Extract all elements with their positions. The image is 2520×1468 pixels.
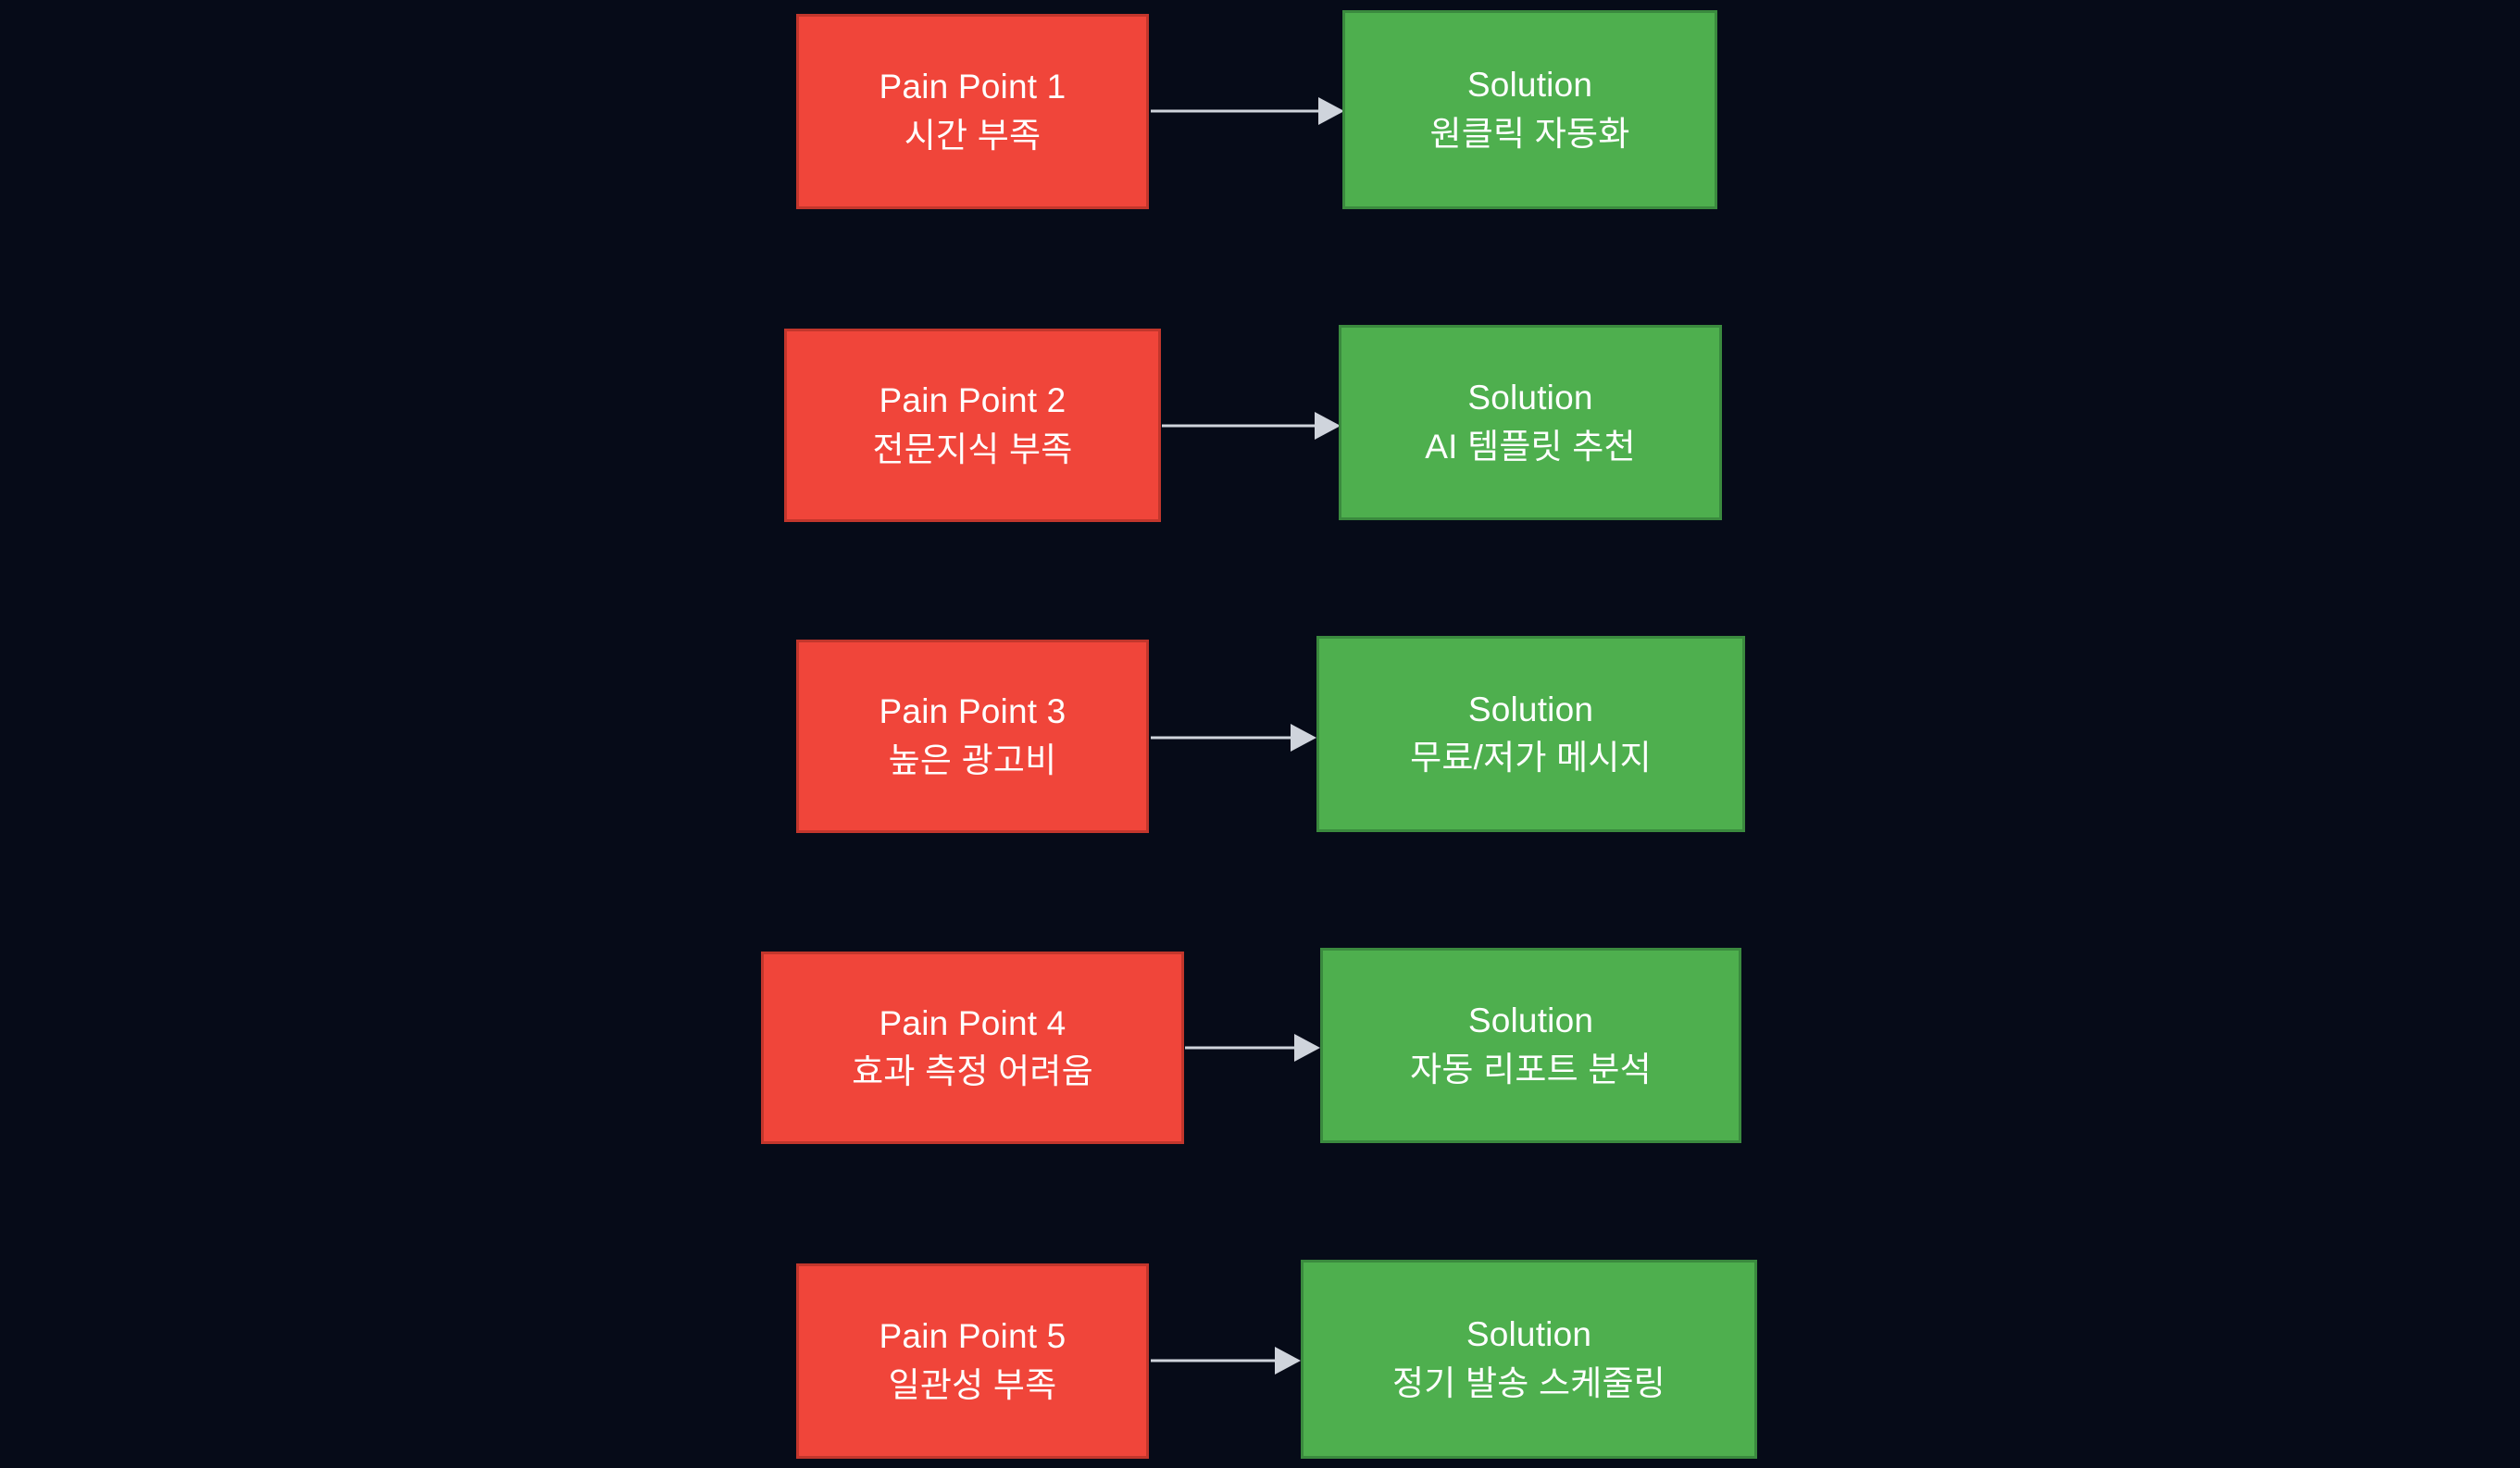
node-solution-3[interactable]: Solution 무료/저가 메시지 <box>1316 636 1745 832</box>
node-pain-point-2-subtitle: 전문지식 부족 <box>872 429 1073 468</box>
node-solution-5-title: Solution <box>1466 1315 1592 1354</box>
edge-pain1-to-solution1 <box>1151 97 1344 125</box>
node-solution-1-title: Solution <box>1466 66 1593 105</box>
node-solution-5[interactable]: Solution 정기 발송 스케줄링 <box>1301 1260 1757 1459</box>
node-solution-1[interactable]: Solution 원클릭 자동화 <box>1342 10 1717 209</box>
node-solution-4[interactable]: Solution 자동 리포트 분석 <box>1320 948 1741 1143</box>
node-pain-point-4[interactable]: Pain Point 4 효과 측정 어려움 <box>761 952 1184 1144</box>
node-solution-3-subtitle: 무료/저가 메시지 <box>1410 739 1652 777</box>
node-solution-4-title: Solution <box>1467 1001 1594 1040</box>
node-pain-point-3-subtitle: 높은 광고비 <box>888 740 1057 779</box>
node-pain-point-5-subtitle: 일관성 부족 <box>888 1365 1057 1404</box>
node-pain-point-1-title: Pain Point 1 <box>879 68 1067 106</box>
node-pain-point-1[interactable]: Pain Point 1 시간 부족 <box>796 14 1149 209</box>
node-solution-1-subtitle: 원클릭 자동화 <box>1429 114 1630 153</box>
node-pain-point-5[interactable]: Pain Point 5 일관성 부족 <box>796 1263 1149 1459</box>
node-pain-point-2[interactable]: Pain Point 2 전문지식 부족 <box>784 329 1161 522</box>
edge-pain4-to-solution4 <box>1185 1034 1320 1062</box>
node-pain-point-2-title: Pain Point 2 <box>879 381 1067 420</box>
node-solution-3-title: Solution <box>1467 690 1594 728</box>
node-solution-4-subtitle: 자동 리포트 분석 <box>1410 1050 1652 1089</box>
node-solution-2-subtitle: AI 템플릿 추천 <box>1425 427 1636 466</box>
edge-pain3-to-solution3 <box>1151 724 1316 752</box>
node-solution-2-title: Solution <box>1467 379 1593 417</box>
node-pain-point-4-title: Pain Point 4 <box>879 1003 1067 1042</box>
node-pain-point-3-title: Pain Point 3 <box>879 692 1067 731</box>
node-solution-2[interactable]: Solution AI 템플릿 추천 <box>1339 325 1722 520</box>
node-pain-point-1-subtitle: 시간 부족 <box>904 116 1042 155</box>
node-solution-5-subtitle: 정기 발송 스케줄링 <box>1392 1363 1665 1402</box>
node-pain-point-5-title: Pain Point 5 <box>879 1317 1067 1356</box>
node-pain-point-4-subtitle: 효과 측정 어려움 <box>852 1052 1093 1090</box>
edge-pain5-to-solution5 <box>1151 1347 1301 1375</box>
edge-pain2-to-solution2 <box>1162 412 1341 440</box>
node-pain-point-3[interactable]: Pain Point 3 높은 광고비 <box>796 640 1149 833</box>
